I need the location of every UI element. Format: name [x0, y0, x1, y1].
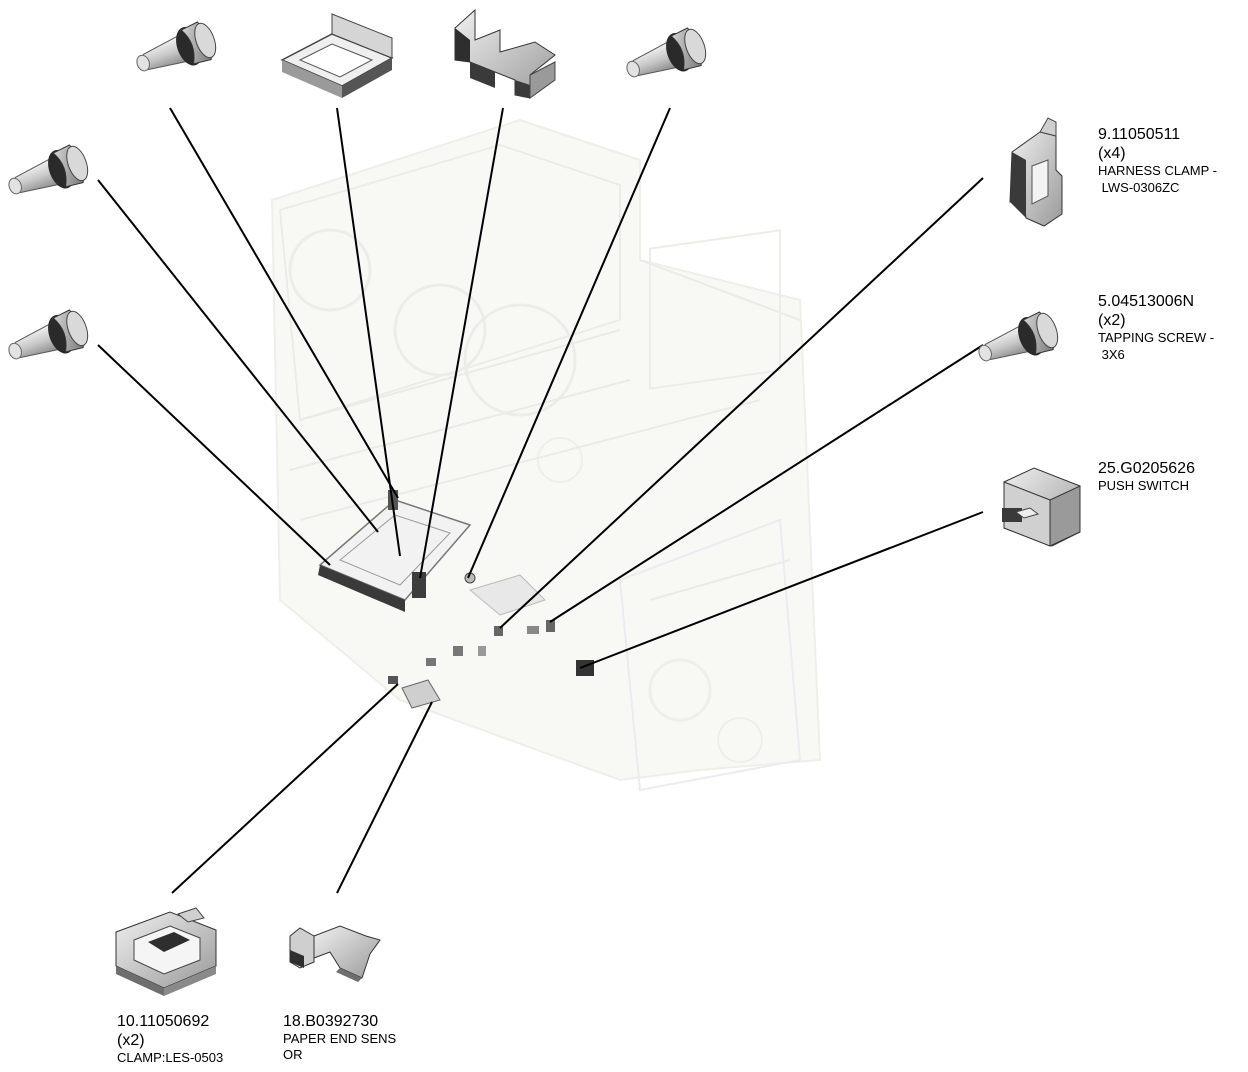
- background-assembly: [270, 118, 822, 792]
- screw-icon: [2, 141, 93, 208]
- bracket-block-icon: [454, 8, 556, 99]
- part-quantity: (x2): [1098, 312, 1126, 330]
- part-description: 3X6: [1098, 346, 1125, 362]
- part-description: TAPPING SCREW -: [1098, 330, 1215, 346]
- harness-clamp-label: 9.11050511 (x4) HARNESS CLAMP - LWS-0306…: [1098, 125, 1217, 196]
- paper-end-sensor-label: 18.B0392730 PAPER END SENS OR: [283, 1012, 396, 1064]
- part-number: 18.B0392730: [283, 1013, 379, 1030]
- part-description: HARNESS CLAMP -: [1098, 163, 1217, 179]
- part-number: 5.04513006N: [1098, 293, 1195, 310]
- tapping-screw-label: 5.04513006N (x2) TAPPING SCREW - 3X6: [1098, 292, 1214, 363]
- part-quantity: (x2): [117, 1032, 145, 1050]
- screw-icon: [620, 24, 711, 91]
- part-number: 25.G0205626: [1098, 460, 1195, 477]
- clamp-label: 10.11050692 (x2) CLAMP:LES-0503: [117, 1012, 223, 1067]
- part-description: PAPER END SENS: [283, 1031, 397, 1047]
- leader-lines: [97, 107, 984, 894]
- part-number: 10.11050692: [117, 1013, 210, 1030]
- part-quantity: (x4): [1098, 145, 1126, 163]
- bracket-plate-icon: [280, 13, 394, 98]
- paper-end-sensor-icon: [289, 925, 381, 982]
- push-switch-icon: [1002, 467, 1081, 547]
- part-description: PUSH SWITCH: [1098, 478, 1189, 494]
- part-number: 9.11050511: [1098, 126, 1181, 143]
- screw-icon: [2, 306, 93, 373]
- harness-clamp-icon: [1009, 117, 1063, 227]
- part-description: CLAMP:LES-0503: [117, 1050, 224, 1066]
- push-switch-label: 25.G0205626 PUSH SWITCH: [1098, 459, 1195, 494]
- screw-icon: [130, 18, 221, 85]
- part-description: OR: [283, 1047, 303, 1063]
- part-description: LWS-0306ZC: [1098, 179, 1180, 195]
- clamp-icon: [115, 907, 217, 996]
- tapping-screw-icon: [972, 308, 1063, 375]
